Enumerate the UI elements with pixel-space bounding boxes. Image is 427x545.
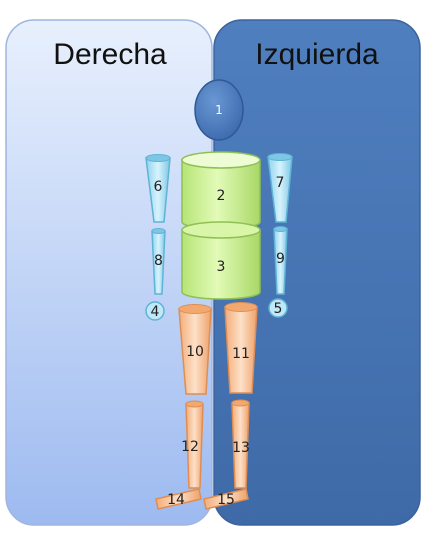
- segment-right-foot: 14: [155, 488, 202, 510]
- segment-left-upper-arm: 7: [267, 153, 293, 223]
- segment-right-hand: 4: [145, 301, 165, 321]
- segment-left-foot-label: 15: [217, 492, 235, 508]
- segment-right-upper-arm: 6: [145, 154, 171, 223]
- left-side-title: Izquierda: [255, 38, 379, 71]
- segment-lower-trunk: 3: [181, 221, 261, 300]
- segment-left-thigh: 11: [224, 302, 258, 394]
- right-side-title: Derecha: [53, 38, 167, 71]
- segment-head: 1: [194, 79, 244, 141]
- segment-right-thigh: 10: [178, 304, 212, 395]
- segment-left-hand: 5: [268, 298, 288, 318]
- segment-head-label: 1: [215, 103, 223, 117]
- segment-lower-trunk-label: 3: [217, 259, 226, 275]
- segment-left-shank-label: 13: [232, 440, 250, 456]
- segment-right-hand-label: 4: [151, 304, 160, 320]
- segment-left-forearm-label: 9: [276, 251, 285, 267]
- segment-right-shank-label: 12: [181, 439, 199, 455]
- segment-left-shank: 13: [231, 399, 250, 489]
- segment-upper-trunk-label: 2: [217, 188, 226, 204]
- segment-right-upper-arm-label: 6: [154, 179, 163, 195]
- segment-left-foot: 15: [203, 488, 249, 510]
- segment-left-thigh-label: 11: [232, 346, 250, 362]
- segment-left-upper-arm-label: 7: [276, 175, 285, 191]
- segment-left-hand-label: 5: [274, 301, 283, 317]
- segment-right-thigh-label: 10: [186, 344, 204, 360]
- segment-right-forearm-label: 8: [154, 253, 163, 269]
- segment-right-foot-label: 14: [167, 492, 185, 508]
- segment-upper-trunk: 2: [181, 151, 261, 230]
- segment-right-shank: 12: [181, 400, 204, 489]
- segment-right-forearm: 8: [151, 228, 166, 295]
- segment-left-forearm: 9: [273, 226, 288, 295]
